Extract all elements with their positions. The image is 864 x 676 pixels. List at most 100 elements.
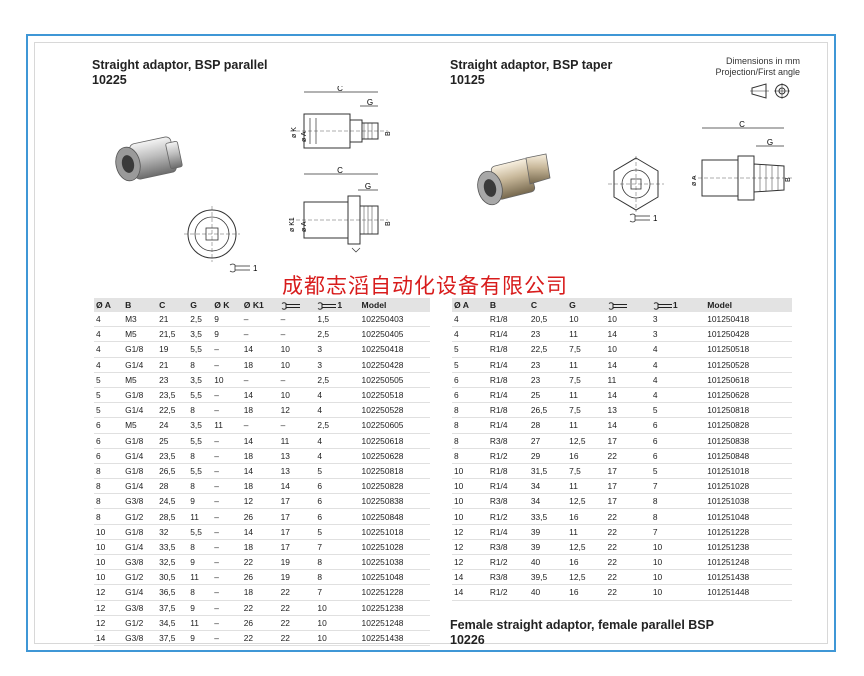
table-cell: 3 (315, 341, 360, 358)
dim-da-label: ø A (301, 131, 308, 142)
table-cell: 10 (278, 341, 316, 358)
wrench-icon (281, 300, 301, 310)
column-header-label: Ø A (96, 300, 111, 310)
column-header: Ø K1 (241, 298, 279, 312)
table-cell: 34 (528, 478, 568, 495)
table-cell: R1/2 (487, 554, 529, 571)
table-cell: 24 (157, 417, 189, 434)
table-cell: 9 (188, 493, 213, 510)
next-section-name: Female straight adaptor, female parallel… (450, 618, 714, 632)
table-cell: – (241, 312, 279, 328)
table-cell: 10 (315, 630, 360, 647)
table-cell: 10 (605, 312, 651, 328)
table-cell: – (212, 569, 242, 586)
table-cell: 2,5 (315, 326, 360, 343)
table-cell: 10 (94, 569, 124, 586)
company-watermark: 成都志滔自动化设备有限公司 (282, 274, 568, 298)
projection-label: Projection/First angle (715, 67, 800, 77)
dimensions-unit-label: Dimensions in mm (725, 56, 800, 66)
column-header-label: Ø K (214, 300, 230, 310)
table-cell: 39,5 (528, 569, 568, 586)
table-cell: R3/8 (487, 539, 529, 556)
table-cell: 10 (94, 539, 124, 556)
table-cell: G1/4 (123, 402, 158, 419)
table-cell: 28 (528, 417, 568, 434)
table-cell: 18 (241, 357, 279, 373)
table-cell: M5 (123, 326, 158, 343)
table-cell: 12 (452, 524, 488, 540)
table-cell: 10 (278, 357, 316, 373)
table-cell: 26 (241, 569, 279, 586)
table-cell: G1/8 (123, 387, 158, 404)
table-cell: 10 (452, 508, 488, 525)
table-cell: 8 (188, 584, 213, 601)
table-cell: 101250848 (705, 448, 792, 464)
table-cell: R1/2 (487, 448, 529, 464)
right-title-code: 10125 (450, 73, 485, 87)
catalog-page: Straight adaptor, BSP parallel 10225 Str… (26, 34, 836, 652)
table-cell: 14 (605, 326, 651, 343)
table-cell: 37,5 (157, 630, 189, 647)
wrench-size-icon-right: 1 (629, 213, 658, 223)
table-cell: 5 (94, 387, 124, 404)
table-cell: 101250418 (705, 312, 792, 328)
dimensions-note: Dimensions in mm Projection/First angle (715, 56, 800, 78)
table-cell: 8 (94, 508, 124, 525)
table-cell: 101250428 (705, 326, 792, 343)
table-cell: 16 (567, 554, 606, 571)
table-cell: 25 (157, 433, 189, 449)
table-cell: 4 (94, 357, 124, 373)
table-cell: 9 (188, 630, 213, 647)
table-cell: 102251048 (359, 569, 430, 586)
table-cell: 22,5 (157, 402, 189, 419)
table-cell: 23 (528, 326, 568, 343)
table-cell: 26 (241, 508, 279, 525)
right-product-title: Straight adaptor, BSP taper 10125 (450, 58, 612, 88)
table-cell: – (241, 417, 279, 434)
table-cell: 10 (278, 387, 316, 404)
table-cell: 4 (650, 387, 706, 404)
table-cell: 6 (94, 417, 124, 434)
table-cell: 5,5 (188, 387, 213, 404)
table-cell: 6 (452, 387, 488, 404)
table-cell: 12,5 (567, 569, 606, 586)
table-cell: 6 (452, 372, 488, 388)
table-cell: 8 (650, 508, 706, 525)
table-cell: 12 (452, 539, 488, 556)
table-cell: G1/4 (123, 478, 158, 495)
table-cell: – (278, 326, 316, 343)
dim-c-label: C (337, 86, 343, 93)
wrench-icon (317, 300, 337, 310)
table-cell: 102250818 (359, 463, 430, 480)
table-cell: 18 (241, 539, 279, 556)
table-cell: 101251438 (705, 569, 792, 586)
table-cell: – (212, 341, 242, 358)
table-cell: 10 (94, 524, 124, 540)
table-cell: 4 (452, 326, 488, 343)
table-cell: 36,5 (157, 584, 189, 601)
table-cell: 10 (605, 341, 651, 358)
table-cell: 23 (528, 357, 568, 373)
column-header-label: B (125, 300, 132, 310)
table-cell: 101251248 (705, 554, 792, 571)
table-cell: 10 (315, 615, 360, 631)
table-cell: 10 (212, 372, 242, 388)
table-cell: R1/8 (487, 402, 529, 419)
column-header: B (487, 298, 529, 312)
table-cell: 22 (278, 630, 316, 647)
table-cell: 101251048 (705, 508, 792, 525)
taper-adaptor-photo (477, 153, 551, 206)
table-cell: 24,5 (157, 493, 189, 510)
table-cell: R1/8 (487, 463, 529, 480)
table-cell: 8 (94, 478, 124, 495)
dim-g3-label: G (767, 138, 773, 147)
table-cell: 5 (94, 402, 124, 419)
